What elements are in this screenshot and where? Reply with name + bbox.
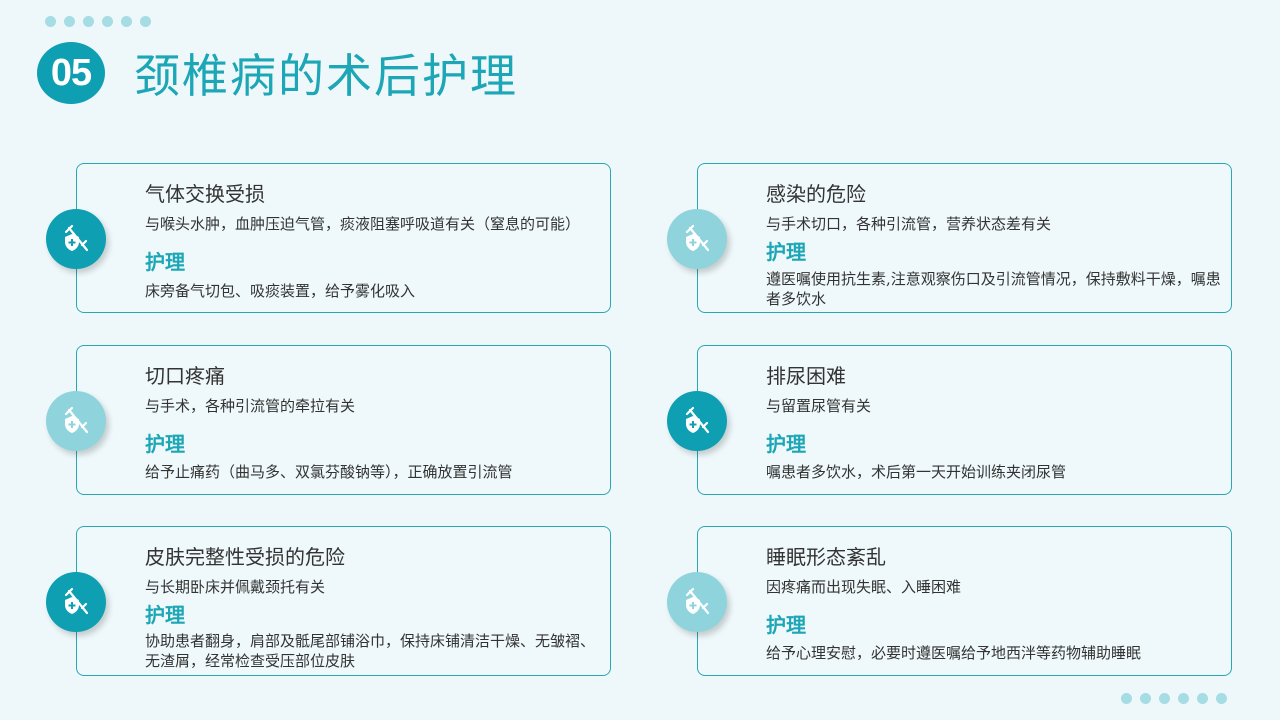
card-title: 切口疼痛 — [145, 364, 225, 388]
card-title: 皮肤完整性受损的危险 — [145, 545, 345, 569]
dot — [1178, 693, 1189, 704]
dot — [1197, 693, 1208, 704]
care-label: 护理 — [145, 250, 185, 274]
dot — [102, 16, 113, 27]
care-card-gas-exchange: 气体交换受损 与喉头水肿，血肿压迫气管，痰液阻塞呼吸道有关（窒息的可能） 护理 … — [46, 163, 611, 313]
card-care: 床旁备气切包、吸痰装置，给予雾化吸入 — [145, 282, 416, 300]
card-care: 给予心理安慰，必要时遵医嘱给予地西泮等药物辅助睡眠 — [766, 644, 1142, 662]
card-cause: 因疼痛而出现失眠、入睡困难 — [766, 578, 962, 596]
care-label: 护理 — [766, 432, 806, 456]
card-cause: 与长期卧床并佩戴颈托有关 — [145, 578, 326, 596]
card-title: 睡眠形态紊乱 — [766, 545, 886, 569]
decorative-dots-bottom — [1121, 693, 1227, 704]
card-cause: 与喉头水肿，血肿压迫气管，痰液阻塞呼吸道有关（窒息的可能） — [145, 215, 581, 233]
care-card-infection-risk: 感染的危险 与手术切口，各种引流管，营养状态差有关 护理 遵医嘱使用抗生素,注意… — [667, 163, 1232, 313]
section-number-badge: 05 — [37, 42, 105, 104]
care-card-sleep-disorder: 睡眠形态紊乱 因疼痛而出现失眠、入睡困难 护理 给予心理安慰，必要时遵医嘱给予地… — [667, 526, 1232, 676]
dot — [140, 16, 151, 27]
page-title: 颈椎病的术后护理 — [134, 49, 518, 103]
care-label: 护理 — [766, 240, 806, 264]
dot — [121, 16, 132, 27]
decorative-dots-top — [45, 16, 151, 27]
care-label: 护理 — [766, 613, 806, 637]
dot — [45, 16, 56, 27]
syringe-shield-icon — [46, 391, 106, 451]
care-card-incision-pain: 切口疼痛 与手术，各种引流管的牵拉有关 护理 给予止痛药（曲马多、双氯芬酸钠等）… — [46, 345, 611, 495]
syringe-shield-icon — [46, 572, 106, 632]
dot — [64, 16, 75, 27]
care-card-urination-difficulty: 排尿困难 与留置尿管有关 护理 嘱患者多饮水，术后第一天开始训练夹闭尿管 — [667, 345, 1232, 495]
care-label: 护理 — [145, 603, 185, 627]
syringe-shield-icon — [667, 209, 727, 269]
card-care: 给予止痛药（曲马多、双氯芬酸钠等），正确放置引流管 — [145, 463, 513, 481]
dot — [1121, 693, 1132, 704]
syringe-shield-icon — [667, 391, 727, 451]
care-label: 护理 — [145, 432, 185, 456]
dot — [1140, 693, 1151, 704]
card-title: 排尿困难 — [766, 364, 846, 388]
dot — [1159, 693, 1170, 704]
card-title: 感染的危险 — [766, 182, 866, 206]
care-card-skin-integrity: 皮肤完整性受损的危险 与长期卧床并佩戴颈托有关 护理 协助患者翻身，肩部及骶尾部… — [46, 526, 611, 676]
card-care: 遵医嘱使用抗生素,注意观察伤口及引流管情况，保持敷料干燥，嘱患者多饮水 — [766, 270, 1221, 308]
syringe-shield-icon — [46, 209, 106, 269]
card-cause: 与留置尿管有关 — [766, 397, 872, 415]
dot — [1216, 693, 1227, 704]
card-care: 嘱患者多饮水，术后第一天开始训练夹闭尿管 — [766, 463, 1067, 481]
dot — [83, 16, 94, 27]
card-cause: 与手术切口，各种引流管，营养状态差有关 — [766, 215, 1052, 233]
card-title: 气体交换受损 — [145, 182, 265, 206]
card-care: 协助患者翻身，肩部及骶尾部铺浴巾，保持床铺清洁干燥、无皱褶、无渣屑，经常检查受压… — [145, 632, 596, 670]
card-cause: 与手术，各种引流管的牵拉有关 — [145, 397, 356, 415]
syringe-shield-icon — [667, 572, 727, 632]
